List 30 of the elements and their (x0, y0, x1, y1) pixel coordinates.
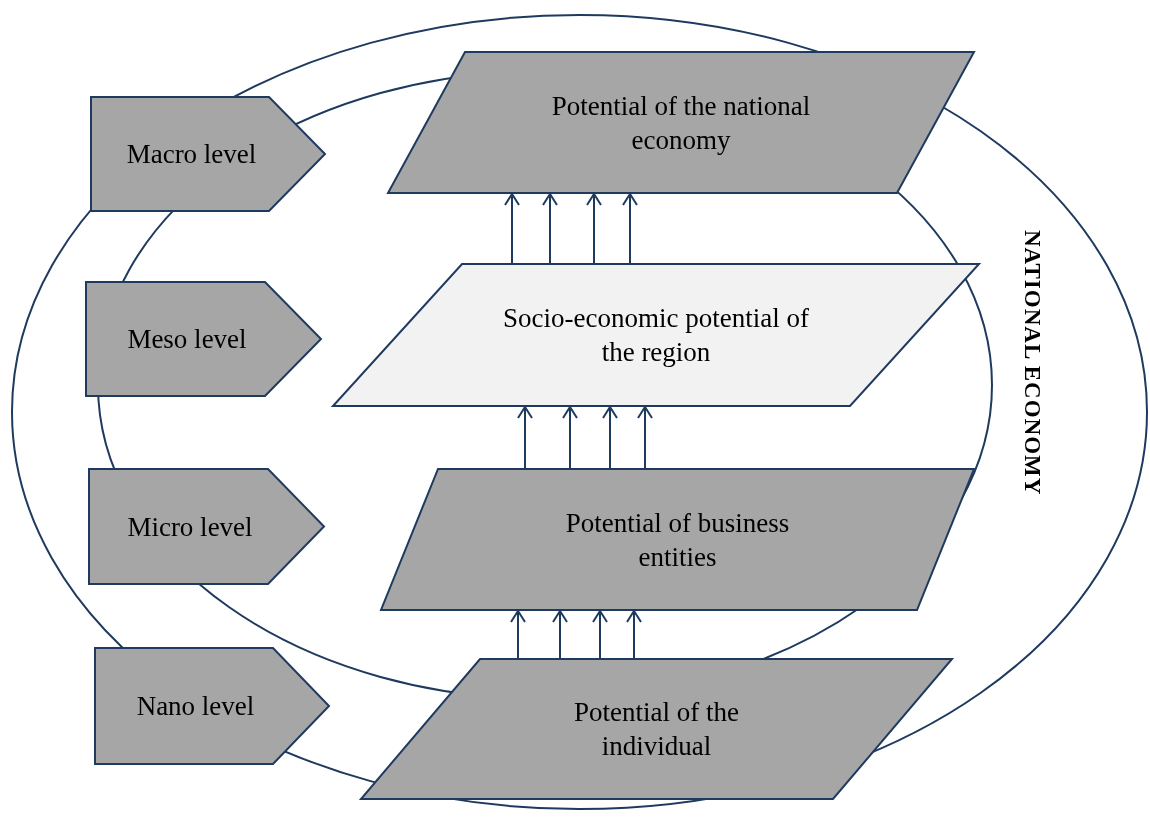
node-label: Socio-economic potential of the region (502, 302, 810, 369)
arrow (510, 610, 526, 659)
level-tag (88, 468, 325, 585)
parallelogram-box (380, 468, 975, 611)
vertical-title: NATIONAL ECONOMY (1019, 230, 1045, 496)
ellipse-region (11, 14, 1148, 810)
parallelogram-box (387, 51, 975, 194)
node-label: Potential of the individual (573, 696, 740, 763)
arrow (626, 610, 642, 659)
level-tag (94, 647, 330, 765)
level-tag (90, 96, 326, 212)
arrow (517, 406, 533, 469)
arrow (562, 406, 578, 469)
node-label: Meso level (126, 323, 248, 356)
parallelogram-box (332, 263, 980, 407)
node-label: Macro level (125, 138, 258, 171)
arrow (637, 406, 653, 469)
level-tag (85, 281, 322, 397)
node-label: Micro level (126, 510, 254, 544)
node-label: Nano level (135, 690, 256, 723)
arrow (622, 193, 638, 264)
node-label: Potential of business entities (564, 506, 791, 574)
arrow (552, 610, 568, 659)
arrow (504, 193, 520, 264)
parallelogram-box (360, 658, 953, 800)
node-label: Potential of the national economy (550, 89, 812, 157)
arrow (586, 193, 602, 264)
arrow (602, 406, 618, 469)
arrow (592, 610, 608, 659)
arrow (542, 193, 558, 264)
